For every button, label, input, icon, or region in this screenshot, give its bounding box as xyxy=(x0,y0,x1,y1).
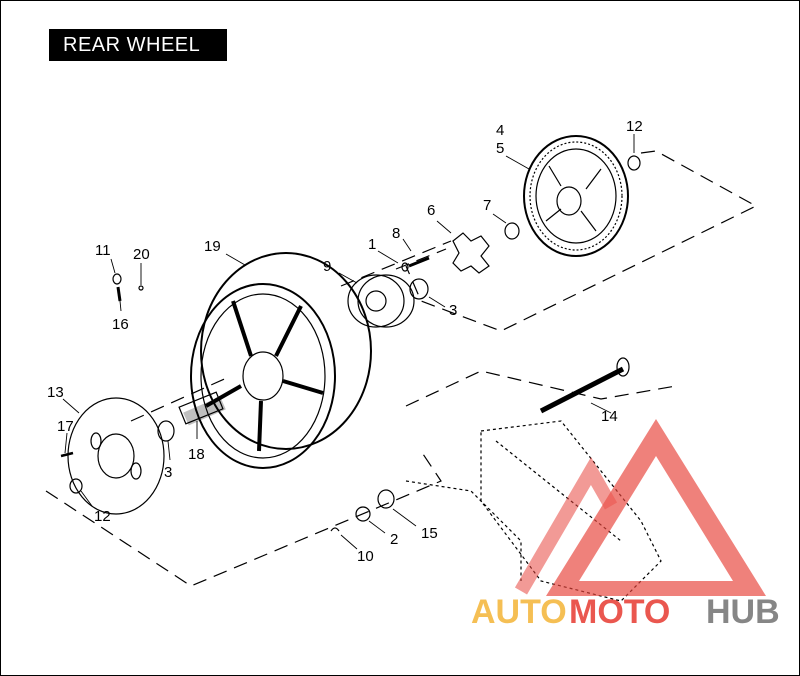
rear-wheel-19 xyxy=(190,252,372,469)
logo-text-hub: HUB xyxy=(706,593,780,631)
callout-12-top: 12 xyxy=(626,118,643,135)
callout-13: 13 xyxy=(47,384,64,401)
bearing-12-top xyxy=(627,155,641,171)
callout-17: 17 xyxy=(57,418,74,435)
callout-7: 7 xyxy=(483,197,491,214)
callout-3-top: 3 xyxy=(449,302,457,319)
callout-18: 18 xyxy=(188,446,205,463)
cushion-6 xyxy=(452,232,490,274)
clip-10 xyxy=(330,527,340,532)
valve-cap-11 xyxy=(112,273,122,285)
spacer-7 xyxy=(504,222,520,240)
screw-17 xyxy=(60,451,74,458)
assembly-dash-lines xyxy=(45,150,758,587)
callout-6: 6 xyxy=(427,202,435,219)
callout-16: 16 xyxy=(112,316,129,333)
spacer-18 xyxy=(183,396,226,426)
callout-12-bottom: 12 xyxy=(94,508,111,525)
automotohub-logo: AUTO MOTO HUB xyxy=(471,419,780,631)
callout-3-bottom: 3 xyxy=(164,464,172,481)
axle-nut-2 xyxy=(355,506,371,522)
bearing-3-top xyxy=(409,278,429,300)
leader-lines xyxy=(62,134,635,550)
callout-11: 11 xyxy=(95,242,111,259)
callout-9: 9 xyxy=(323,258,331,275)
callout-14: 14 xyxy=(601,408,618,425)
washer-1 xyxy=(401,262,409,272)
logo-text-auto: AUTO xyxy=(471,593,567,631)
callout-10: 10 xyxy=(357,548,374,565)
callout-8: 8 xyxy=(392,225,400,242)
callout-15: 15 xyxy=(421,525,438,542)
washer-12-bottom xyxy=(69,478,83,494)
logo-triangle xyxy=(546,419,766,596)
adjuster-15 xyxy=(377,489,395,509)
bolt-8 xyxy=(408,256,430,268)
callout-19: 19 xyxy=(204,238,221,255)
valve-stem-16 xyxy=(116,286,122,302)
bearing-3-bottom xyxy=(157,420,175,442)
callout-5: 5 xyxy=(496,140,504,157)
callout-1: 1 xyxy=(368,236,376,253)
logo-text-moto: MOTO xyxy=(569,593,670,631)
hub-drum-9 xyxy=(347,274,415,328)
axle-14 xyxy=(539,357,630,414)
rear-pulley xyxy=(523,135,629,257)
brake-rotor-13 xyxy=(67,397,165,515)
callout-4: 4 xyxy=(496,122,504,139)
page-title: REAR WHEEL xyxy=(49,29,227,61)
callout-2: 2 xyxy=(390,531,398,548)
callout-20: 20 xyxy=(133,246,150,263)
valve-part-20 xyxy=(138,285,144,291)
